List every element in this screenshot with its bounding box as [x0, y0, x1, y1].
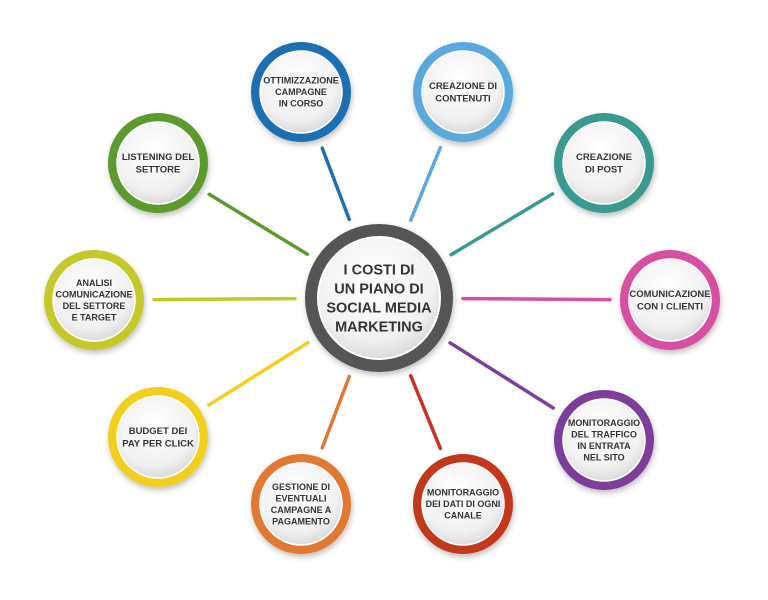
connector-listening: [207, 192, 310, 256]
node-label-line: CREAZIONE: [576, 152, 632, 163]
center-title-line: I COSTI DI: [344, 263, 415, 279]
connector-creazione-contenuti: [408, 145, 443, 222]
node-inner: [116, 395, 200, 479]
node-label-line: MONITORAGGIO: [568, 418, 640, 428]
node-label-line: COMUNICAZIONE: [629, 289, 710, 300]
node-inner: [259, 50, 343, 134]
node-label-line: EVENTUALI: [275, 493, 326, 503]
connector-comunicazione-clienti: [461, 296, 612, 302]
connector-budget-ppc: [207, 340, 310, 407]
node-label-line: CON I CLIENTI: [637, 301, 703, 312]
center-title-line: UN PIANO DI: [334, 282, 423, 298]
node-label-line: NEL SITO: [583, 452, 624, 462]
center-hub: I COSTI DI UN PIANO DI SOCIAL MEDIA MARKETI…: [305, 224, 453, 372]
node-label-line: COMUNICAZIONE: [56, 289, 133, 299]
node-inner: [562, 398, 646, 482]
node-label-line: DEL TRAFFICO: [571, 429, 637, 439]
node-label-line: CONTENUTI: [435, 93, 490, 104]
node-label-line: LISTENING DEL: [122, 152, 195, 163]
node-label-line: IN ENTRATA: [577, 441, 631, 451]
node-label-line: DI POST: [585, 164, 623, 175]
node-label-line: DEL SETTORE: [63, 301, 126, 311]
node-label-line: E TARGET: [72, 312, 117, 322]
center-title-line: SOCIAL MEDIA: [326, 301, 432, 317]
node-inner: [562, 121, 646, 205]
connector-lines: [152, 145, 612, 451]
node-inner: [116, 121, 200, 205]
center-title-line: MARKETING: [335, 320, 423, 336]
node-label-line: OTTIMIZZAZIONE: [263, 76, 339, 86]
node-label-line: SETTORE: [136, 164, 181, 175]
node-label-line: ANALISI: [76, 278, 112, 288]
node-inner: [259, 462, 343, 546]
node-label-line: PAGAMENTO: [272, 516, 330, 526]
connector-creazione-post: [449, 192, 555, 257]
node-label-line: BUDGET DEI: [129, 426, 188, 437]
node-label-line: DEI DATI DI OGNI: [426, 499, 501, 509]
connector-ottimizzazione: [320, 146, 352, 222]
connector-analisi: [152, 296, 297, 302]
node-label-line: CAMPAGNE A: [271, 505, 332, 515]
node-label-line: GESTIONE DI: [272, 482, 330, 492]
center-inner: [317, 236, 441, 360]
node-label-line: CAMPAGNE: [275, 87, 327, 97]
connector-monitoraggio-traffico: [448, 341, 556, 410]
connector-monitoraggio-dati: [408, 374, 443, 451]
node-inner: [421, 462, 505, 546]
node-inner: [52, 258, 136, 342]
node-label-line: PAY PER CLICK: [122, 438, 194, 449]
connector-gestione-campagne: [320, 374, 352, 450]
node-inner: [421, 50, 505, 134]
node-label-line: MONITORAGGIO: [427, 488, 499, 498]
node-label-line: CANALE: [444, 511, 482, 521]
node-inner: [628, 258, 712, 342]
node-label-line: IN CORSO: [279, 99, 324, 109]
node-label-line: CREAZIONE DI: [429, 81, 497, 92]
